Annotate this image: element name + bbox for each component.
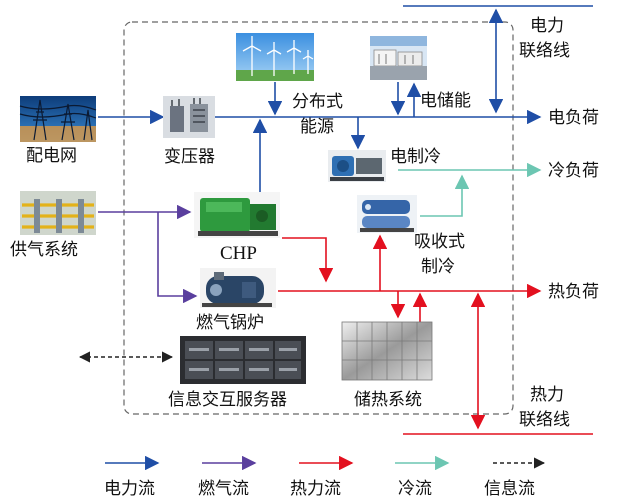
- grid-label: 配电网: [26, 146, 77, 166]
- chp-heat-flow: [282, 237, 334, 283]
- power-transmission-tower-icon: [19, 96, 97, 142]
- wind-turbines-icon: [236, 33, 314, 81]
- absorption-to-cooling-flow: [420, 174, 470, 217]
- storage-label: 电储能: [420, 91, 471, 111]
- distributed-energy-label-line1: 分布式: [292, 92, 343, 112]
- heat-tie-line-label-line2: 联络线: [519, 410, 570, 430]
- electric-chiller-icon: [328, 150, 386, 182]
- legend: 电力流 燃气流 热力流 冷流 信息流: [104, 455, 546, 499]
- power-tie-line-label-line1: 电力: [530, 16, 564, 36]
- legend-gas-label: 燃气流: [198, 479, 249, 499]
- chp-genset-icon: [194, 192, 280, 238]
- heat-storage-tank-icon: [341, 321, 433, 381]
- legend-info-label: 信息流: [484, 479, 535, 499]
- microgrid-boundary: [123, 21, 514, 415]
- transformer-icon: [163, 96, 215, 138]
- electric-load-label: 电负荷: [548, 108, 599, 128]
- distributed-energy-label-line2: 能源: [300, 117, 334, 137]
- server-rack-icon: [180, 336, 306, 384]
- absorption-chiller-label-line1: 吸收式: [414, 232, 465, 252]
- heat-load-label: 热负荷: [548, 282, 599, 302]
- heat-storage-label: 储热系统: [354, 390, 422, 410]
- gas-to-boiler-flow: [157, 212, 198, 304]
- legend-electric-label: 电力流: [104, 479, 155, 499]
- legend-cooling-label: 冷流: [398, 479, 432, 499]
- gas-pipeline-icon: [20, 191, 96, 235]
- transformer-label: 变压器: [164, 147, 215, 167]
- gas-system-label: 供气系统: [10, 240, 78, 260]
- server-label: 信息交互服务器: [168, 390, 287, 410]
- heat-tie-line-label-line1: 热力: [530, 385, 564, 405]
- cooling-load-label: 冷负荷: [548, 161, 599, 181]
- absorption-chiller-label-line2: 制冷: [421, 257, 455, 277]
- gas-boiler-label: 燃气锅炉: [196, 313, 264, 333]
- legend-heat-label: 热力流: [290, 479, 341, 499]
- electric-chiller-label: 电制冷: [390, 147, 441, 167]
- gas-boiler-icon: [200, 268, 276, 308]
- battery-container-icon: [370, 36, 427, 80]
- chp-label: CHP: [220, 243, 257, 264]
- absorption-chiller-icon: [357, 195, 417, 233]
- power-tie-line-label-line2: 联络线: [519, 41, 570, 61]
